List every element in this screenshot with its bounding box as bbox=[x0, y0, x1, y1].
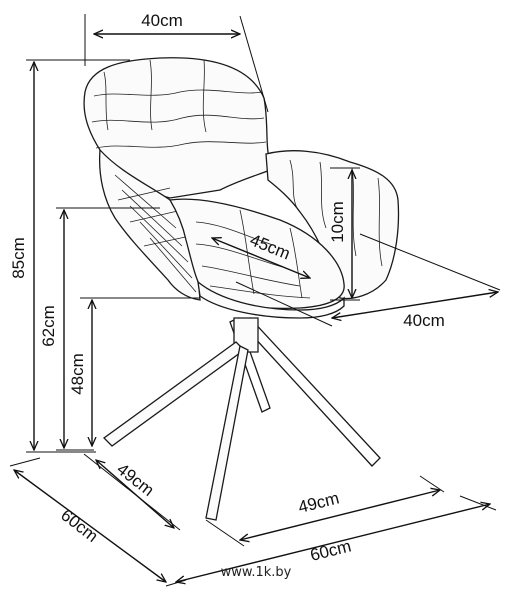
label-arm-depth: 40cm bbox=[403, 311, 445, 330]
label-base-width: 49cm bbox=[296, 488, 341, 516]
label-overall-width: 60cm bbox=[308, 536, 353, 564]
label-total-height: 85cm bbox=[9, 237, 28, 279]
label-armrest-offset: 10cm bbox=[328, 201, 347, 243]
label-armrest-height: 62cm bbox=[39, 305, 58, 347]
watermark: www.1k.by bbox=[221, 565, 292, 580]
label-seat-height: 48cm bbox=[68, 353, 87, 395]
dimension-lines bbox=[9, 14, 501, 587]
label-top-width: 40cm bbox=[141, 11, 183, 30]
chair-illustration bbox=[83, 57, 400, 521]
label-overall-depth: 60cm bbox=[57, 505, 101, 546]
